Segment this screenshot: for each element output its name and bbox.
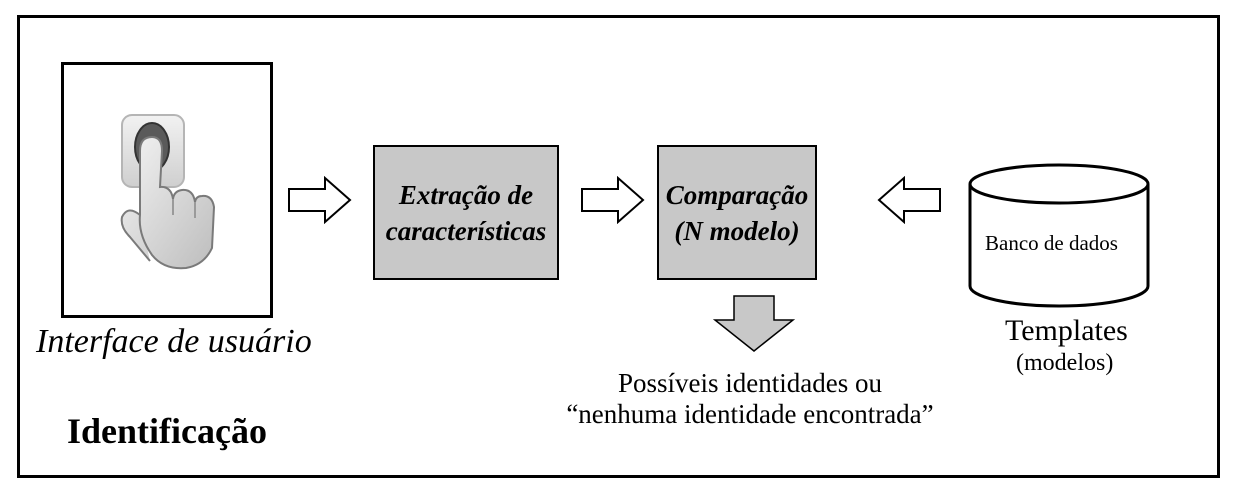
templates-sublabel: (modelos)	[1016, 350, 1114, 376]
output-line-1: Possíveis identidades ou	[618, 368, 882, 398]
fingerprint-touch-icon	[120, 114, 216, 270]
arrow-down-icon	[712, 295, 796, 352]
user-interface-label: Interface de usuário	[36, 323, 312, 360]
feature-extraction-line-2: características	[385, 215, 547, 246]
output-line-2: “nenhuma identidade encontrada”	[566, 399, 934, 429]
arrow-right-icon	[288, 176, 352, 224]
comparison-line-2: (N modelo)	[674, 215, 800, 246]
comparison-box: Comparação (N modelo)	[657, 145, 817, 280]
templates-label: Templates	[1005, 314, 1128, 347]
comparison-line-1: Comparação	[665, 179, 809, 210]
diagram-title: Identificação	[67, 411, 267, 451]
output-text: Possíveis identidades ou “nenhuma identi…	[545, 368, 955, 430]
database-icon	[968, 163, 1150, 308]
database-label: Banco de dados	[985, 231, 1118, 255]
arrow-left-icon	[877, 176, 941, 224]
arrow-right-icon	[581, 176, 645, 224]
user-interface-box	[61, 62, 273, 318]
feature-extraction-box: Extração de características	[373, 145, 559, 280]
feature-extraction-line-1: Extração de	[398, 179, 534, 210]
